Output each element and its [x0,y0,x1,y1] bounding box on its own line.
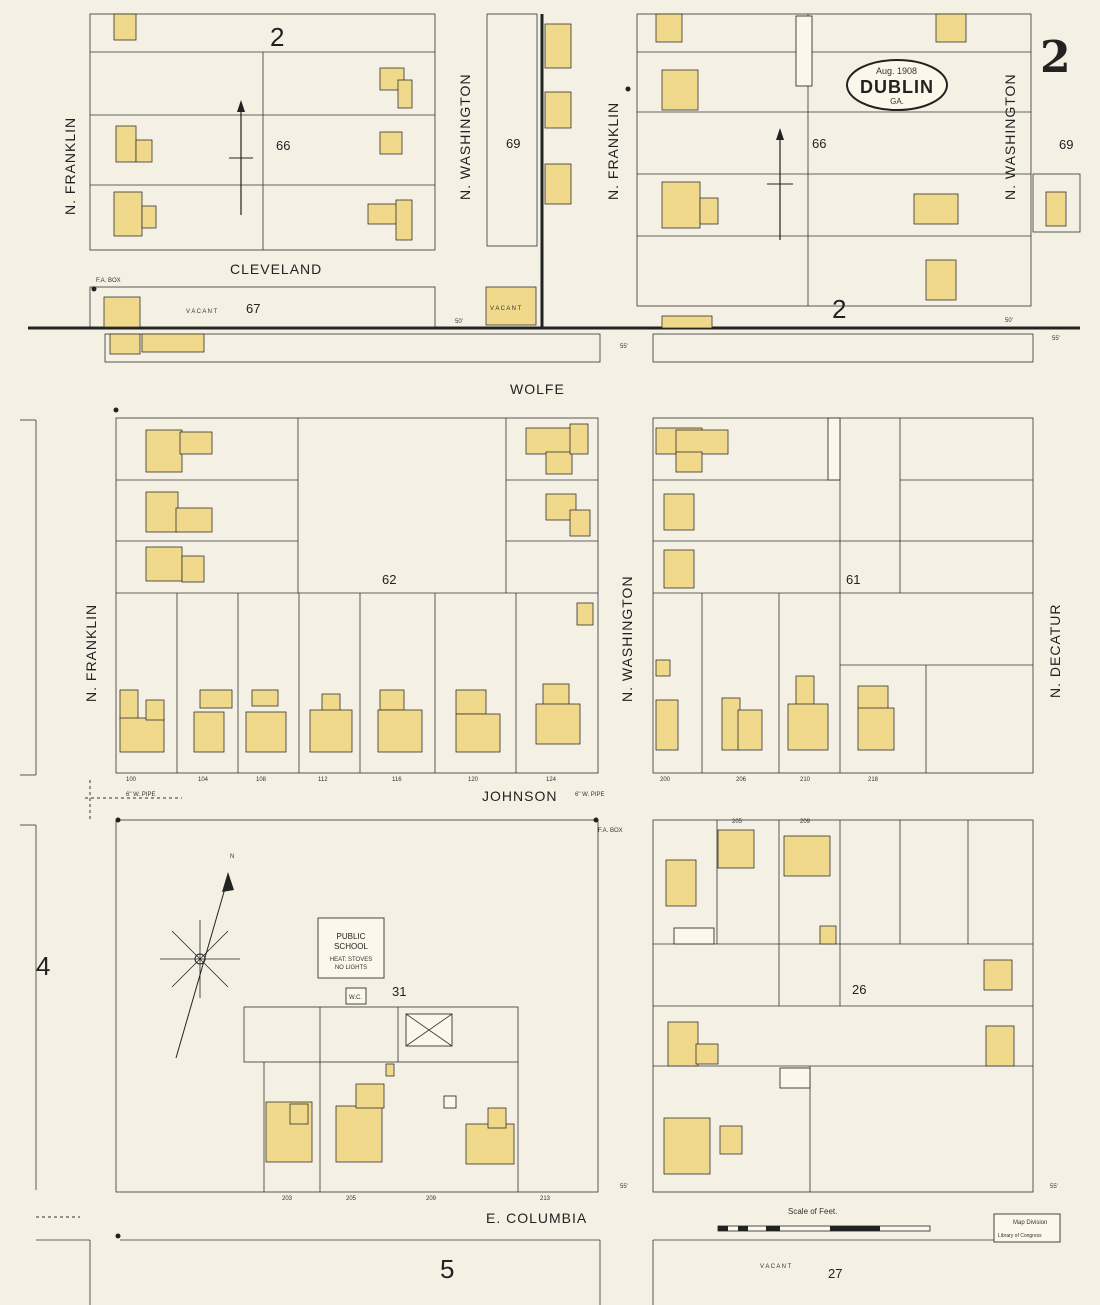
house-number: 213 [540,1196,551,1202]
block-67: 67 [246,301,260,316]
vacant-69: V A C A N T [490,306,522,312]
street-n-washington-upper-right: N. WASHINGTON [1002,73,1018,200]
block-69a: 69 [506,136,520,151]
block-26: 26 [852,982,866,997]
pipe-label-johnson-west: 6" W. PIPE [126,792,155,798]
house-number: 209 [426,1196,437,1202]
scale-bar: Scale of Feet. [717,1207,931,1232]
street-n-washington-lower: N. WASHINGTON [619,575,635,702]
street-cleveland: CLEVELAND [230,261,322,277]
house-number: 209 [800,819,811,825]
vacant-67: V A C A N T [186,309,218,315]
fa-box-lower: F.A. BOX [598,828,623,834]
sheet-number: 2 [1040,32,1071,83]
block-31: 31 [392,984,406,999]
block-66-right-outline [636,13,1032,307]
pipe-label-johnson-east: 6" W. PIPE [575,792,604,798]
fa-box-upper: F.A. BOX [96,278,121,284]
street-johnson: JOHNSON [482,788,557,804]
width-50-b: 50' [1005,318,1013,324]
block-27: 27 [828,1266,842,1281]
house-number: 218 [868,777,879,783]
key-number-bottom: 5 [440,1254,454,1284]
house-number: 108 [256,777,267,783]
house-number: 112 [318,777,328,783]
key-number-right: 2 [832,294,846,324]
block-31-outline [115,819,599,1193]
library-stamp [993,1213,1061,1243]
street-n-franklin-upper-right: N. FRANKLIN [605,102,621,200]
house-number: 100 [126,777,137,783]
street-n-franklin-upper-left: N. FRANKLIN [62,117,78,215]
street-wolfe: WOLFE [510,381,565,397]
block-61-outline [652,417,1034,774]
house-number: 206 [736,777,747,783]
svg-text:N: N [230,854,234,860]
block-66b: 66 [812,136,826,151]
street-n-decatur: N. DECATUR [1047,603,1063,698]
house-number: 203 [282,1196,293,1202]
compass-rose-icon: N [160,854,240,1059]
block-66a: 66 [276,138,290,153]
school-line2: SCHOOL [334,942,368,951]
house-number: 200 [660,777,671,783]
title-cartouche [846,59,948,111]
block-62: 62 [382,572,396,587]
school-wc: W.C. [349,995,362,1001]
block-69-left-outline [486,13,538,247]
main-map: N Scale of Feet. Map Division Library of… [20,318,1063,1305]
upper-inset: Aug. 1908 DUBLIN GA. 2 2 2 CLEVELAND 66 … [28,13,1081,330]
stamp-line2: Library of Congress [998,1233,1042,1239]
block-61: 61 [846,572,860,587]
width-55-d: 55' [1050,1184,1058,1190]
width-55-c: 55' [620,1184,628,1190]
house-number: 104 [198,777,209,783]
house-number: 124 [546,777,557,783]
house-number: 210 [800,777,811,783]
title-date: Aug. 1908 [876,66,917,76]
house-number: 116 [392,777,402,783]
school-line1: PUBLIC [337,932,366,941]
public-school-building [317,917,385,979]
key-number-top-left: 2 [270,22,284,52]
school-line4: NO LIGHTS [335,965,367,971]
width-55-b: 55' [1052,336,1060,342]
stamp-line1: Map Division [1013,1220,1047,1226]
width-50-a: 50' [455,319,463,325]
key-number-left: 4 [36,951,50,981]
block-66-left-outline [89,13,436,251]
street-n-washington-upper-left: N. WASHINGTON [457,73,473,200]
width-55-a: 55' [620,344,628,350]
title-state: GA. [890,97,904,106]
school-line3: HEAT: STOVES [330,957,372,963]
block-69b: 69 [1059,137,1073,152]
house-number: 205 [346,1196,357,1202]
scale-label: Scale of Feet. [788,1207,837,1216]
street-e-columbia: E. COLUMBIA [486,1210,587,1226]
street-n-franklin-lower: N. FRANKLIN [83,604,99,702]
house-number: 120 [468,777,479,783]
house-number: 205 [732,819,743,825]
vacant-27: V A C A N T [760,1264,792,1270]
title-city: DUBLIN [860,77,934,97]
block-62-outline [115,417,599,774]
